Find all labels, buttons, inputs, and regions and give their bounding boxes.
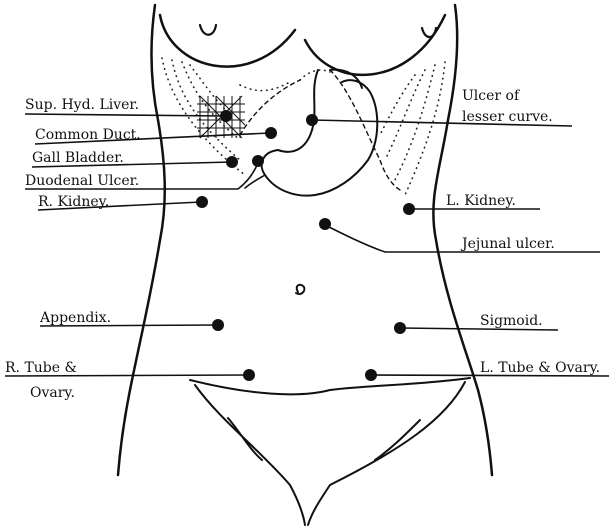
label-r-tube-ovary-line2: Ovary. — [30, 385, 75, 401]
label-sigmoid: Sigmoid. — [480, 313, 543, 329]
label-gall-bladder: Gall Bladder. — [32, 150, 124, 166]
dot-l-tube-ovary — [365, 369, 377, 381]
label-duodenal-ulcer: Duodenal Ulcer. — [25, 173, 139, 189]
pain-sites — [196, 110, 415, 381]
breast-outline — [160, 15, 445, 75]
dot-sup-hyd-liver — [220, 110, 232, 122]
label-r-tube-ovary-line1: R. Tube & — [5, 360, 77, 376]
dot-appendix — [212, 319, 224, 331]
label-r-kidney: R. Kidney. — [38, 194, 109, 210]
label-l-tube-ovary: L. Tube & Ovary. — [480, 360, 600, 376]
dot-gall-bladder — [226, 156, 238, 168]
dot-r-kidney — [196, 196, 208, 208]
rib-shading — [162, 58, 445, 195]
umbilicus — [296, 285, 304, 294]
label-jejunal-ulcer: Jejunal ulcer. — [460, 236, 555, 252]
dot-jejunal-ulcer — [319, 218, 331, 230]
dot-common-duct — [265, 127, 277, 139]
label-ulcer-lesser-curve-line1: Ulcer of — [462, 88, 521, 104]
label-ulcer-lesser-curve-line2: lesser curve. — [462, 109, 553, 125]
dot-ulcer-lesser-curve — [306, 114, 318, 126]
dot-sigmoid — [394, 322, 406, 334]
label-appendix: Appendix. — [39, 310, 111, 326]
pelvis-outline — [190, 378, 470, 525]
labels: Sup. Hyd. Liver. Common Duct. Gall Bladd… — [5, 88, 600, 401]
label-common-duct: Common Duct. — [35, 127, 141, 143]
label-sup-hyd-liver: Sup. Hyd. Liver. — [25, 97, 139, 113]
dot-duodenal-ulcer — [252, 155, 264, 167]
label-l-kidney: L. Kidney. — [446, 193, 516, 209]
dot-r-tube-ovary — [243, 369, 255, 381]
dot-l-kidney — [403, 203, 415, 215]
